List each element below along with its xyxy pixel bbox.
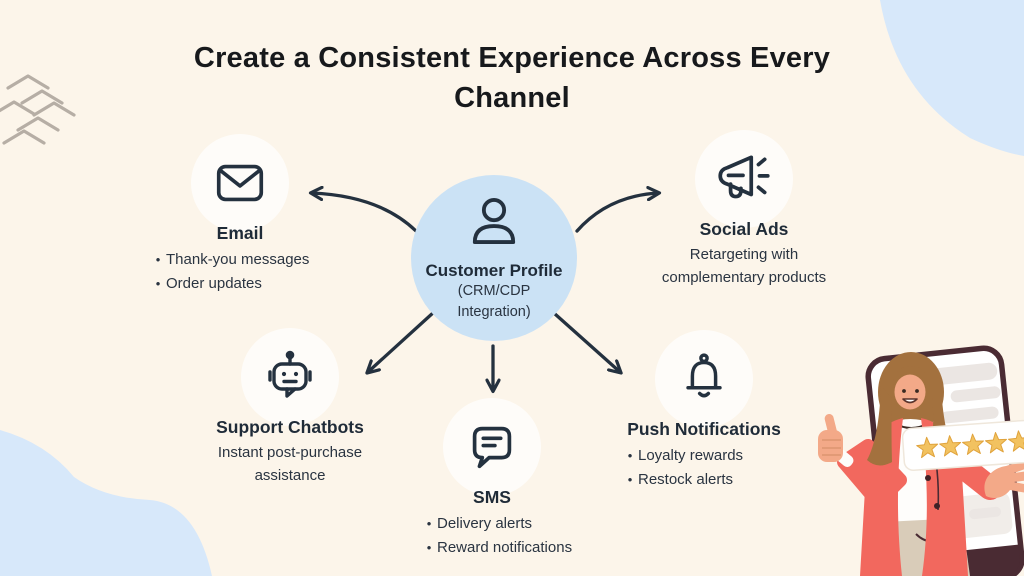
channel-support-chatbots: Support Chatbots Instant post-purchase a…	[190, 328, 390, 487]
star-icon	[938, 434, 962, 457]
megaphone-icon	[718, 155, 770, 199]
channel-push-notifications-label: Push Notifications	[627, 419, 781, 439]
person-icon	[472, 198, 516, 244]
envelope-icon	[216, 164, 264, 202]
woman-jacket-right	[921, 418, 968, 576]
woman-hair-front	[893, 366, 928, 387]
jacket-button	[934, 503, 940, 509]
woman-jacket-left	[860, 418, 903, 576]
center-node-subtitle: (CRM/CDP Integration)	[457, 283, 531, 320]
phone-home-button	[942, 558, 967, 569]
woman-face	[894, 374, 926, 410]
bullet-dot: •	[627, 448, 633, 463]
woman-eye	[902, 389, 906, 393]
bullet-text: Thank-you messages	[166, 251, 310, 268]
star-icon	[1007, 429, 1024, 452]
center-node-customer-profile: Customer Profile (CRM/CDP Integration)	[411, 175, 577, 341]
robot-icon	[268, 350, 312, 398]
channel-push-notifications: Push Notifications • Loyalty rewards • R…	[594, 330, 814, 491]
woman-left-sleeve	[837, 439, 907, 509]
channel-push-notifications-bullets: • Loyalty rewards • Restock alerts	[622, 444, 743, 491]
woman-hair-back	[878, 352, 944, 432]
woman-skirt-line	[915, 533, 943, 543]
five-star-review-card	[901, 417, 1024, 472]
channel-email-bullets: • Thank-you messages • Order updates	[150, 248, 310, 296]
channel-support-chatbots-label: Support Chatbots	[216, 417, 364, 437]
bullet-text: Restock alerts	[638, 470, 734, 488]
bullet-item: • Delivery alerts	[421, 512, 572, 536]
center-node-title: Customer Profile	[425, 261, 563, 280]
bullet-item: • Order updates	[150, 272, 309, 296]
bullet-dot: •	[426, 516, 432, 531]
woman-eye	[915, 389, 919, 393]
star-icon	[915, 436, 940, 459]
support-chatbots-icon-halo	[241, 328, 339, 426]
bullet-dot: •	[426, 539, 432, 555]
social-ads-icon-halo	[695, 130, 793, 228]
star-icon	[984, 431, 1008, 454]
bullet-item: • Loyalty rewards	[622, 444, 743, 468]
woman-figure	[818, 352, 1024, 576]
bullet-item: • Restock alerts	[622, 468, 743, 492]
channel-support-chatbots-description: Instant post-purchase assistance	[217, 444, 363, 484]
star-rating	[915, 429, 1024, 459]
sms-icon-halo	[443, 398, 541, 496]
channel-email: Email • Thank-you messages • Order updat…	[140, 134, 340, 295]
bullet-dot: •	[627, 471, 633, 487]
left-cuff	[834, 449, 854, 467]
bullet-text: Reward notifications	[437, 538, 573, 556]
woman-hair-lock-right	[930, 386, 958, 469]
woman-smile	[902, 398, 918, 404]
thumbs-up-hand	[818, 414, 843, 462]
chat-bubble-icon	[472, 426, 512, 469]
bullet-text: Delivery alerts	[437, 515, 533, 532]
channel-email-label: Email	[216, 223, 264, 243]
woman-right-sleeve	[940, 446, 1002, 500]
bullet-dot: •	[155, 252, 161, 267]
woman-hair-lock-left	[867, 386, 892, 466]
blob-bottom-left	[0, 430, 212, 576]
email-icon-halo	[191, 134, 289, 232]
push-notifications-icon-halo	[655, 330, 753, 428]
bullet-item: • Reward notifications	[421, 536, 572, 560]
bullet-dot: •	[155, 275, 161, 291]
bullet-item: • Thank-you messages	[150, 248, 310, 272]
jacket-button	[925, 475, 931, 481]
channel-social-ads-description: Retargeting with complementary products	[661, 246, 827, 286]
woman-collar-line	[893, 422, 930, 429]
bullet-text: Loyalty rewards	[638, 447, 744, 464]
jacket-seam-line	[929, 429, 940, 511]
woman-skirt	[878, 518, 970, 576]
page-title: Create a Consistent Experience Across Ev…	[193, 42, 831, 114]
phone-frame	[865, 345, 1024, 576]
channel-social-ads-label: Social Ads	[699, 219, 789, 239]
channel-social-ads: Social Ads Retargeting with complementar…	[636, 130, 852, 289]
channel-sms: SMS • Delivery alerts • Reward notificat…	[392, 398, 592, 559]
star-icon	[961, 432, 985, 456]
open-palm-hand	[984, 460, 1024, 498]
woman-shirt	[884, 419, 940, 576]
bell-icon	[686, 353, 722, 398]
channel-sms-bullets: • Delivery alerts • Reward notifications	[421, 512, 572, 559]
phone-screen-bubbles	[915, 362, 1013, 539]
bullet-text: Order updates	[166, 274, 262, 292]
channel-sms-label: SMS	[473, 487, 511, 507]
